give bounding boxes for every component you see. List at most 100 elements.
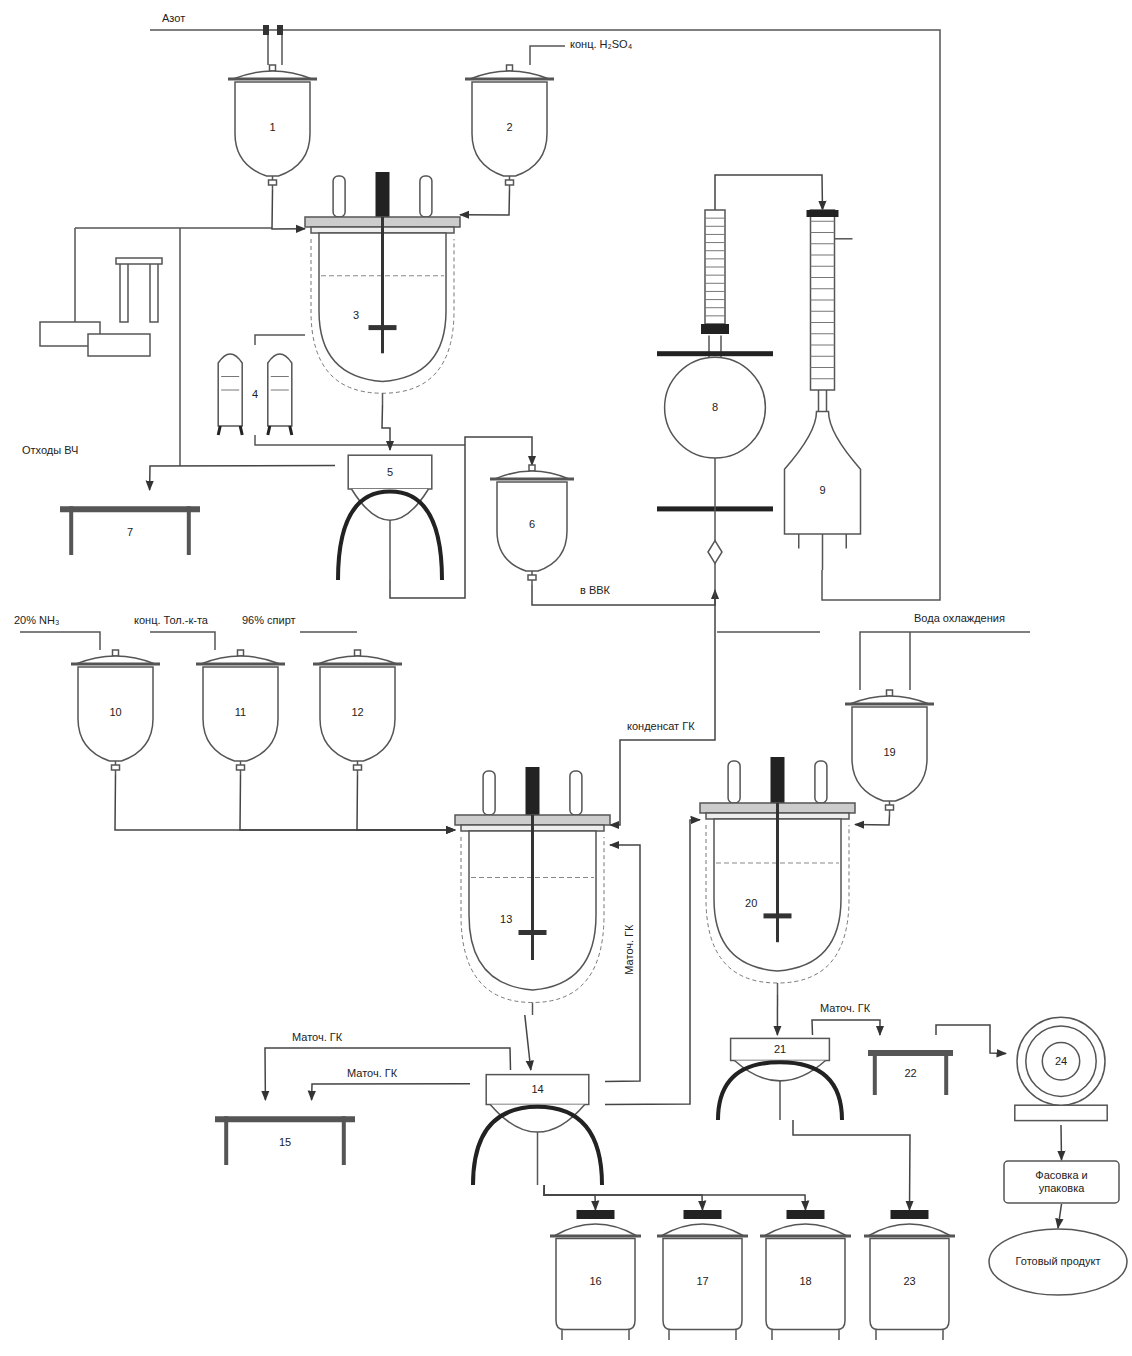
shape-part — [661, 1224, 744, 1236]
shape-part — [238, 650, 244, 656]
terminal-ellipse: Готовый продукт — [988, 1228, 1128, 1296]
shape-part — [483, 771, 495, 815]
shape-part — [526, 767, 540, 815]
shape-part — [684, 1210, 722, 1219]
collector-tank-outline — [215, 1100, 355, 1165]
pipe-connector — [357, 775, 455, 830]
shape-part — [811, 210, 835, 390]
stream-label: Азот — [160, 12, 187, 25]
collector-tank: 7 — [60, 490, 200, 555]
receiver-vessel: 17 — [655, 1210, 750, 1340]
shape-part — [731, 1038, 830, 1060]
filter-pair: 4 — [215, 345, 295, 435]
shape-part — [665, 357, 766, 458]
pipe-line — [150, 262, 158, 322]
equipment-number: 8 — [710, 401, 720, 414]
collector-tank: 15 — [215, 1100, 355, 1165]
pipe-line — [74, 228, 76, 322]
shape-part — [785, 412, 861, 534]
pipe-connector — [532, 585, 715, 605]
shape-part — [864, 1235, 955, 1238]
shape-part — [1004, 1161, 1119, 1203]
shape-part — [506, 180, 514, 185]
shape-part — [811, 243, 835, 244]
pipe-line — [277, 25, 283, 35]
measuring-tank: 2 — [462, 65, 557, 190]
shape-part — [845, 703, 934, 706]
shape-part — [465, 78, 554, 81]
shape-part — [78, 667, 153, 761]
shape-part — [776, 803, 779, 942]
measuring-tank: 6 — [487, 465, 577, 585]
pipe-line — [20, 30, 1030, 690]
equipment-number: 2 — [504, 121, 514, 134]
shape-part — [705, 291, 725, 292]
reactor-vessel: 13 — [455, 765, 610, 1015]
shape-part — [811, 311, 835, 312]
shape-part — [868, 1224, 951, 1236]
shape-part — [811, 345, 835, 346]
reactor-vessel-outline — [305, 170, 460, 405]
measuring-tank: 19 — [842, 690, 937, 815]
reactor-vessel: 20 — [700, 755, 855, 995]
shape-part — [1042, 1043, 1079, 1080]
dryer-drum-outline — [1006, 1015, 1116, 1125]
shape-part — [811, 333, 835, 334]
shape-part — [701, 324, 729, 334]
shape-part — [268, 426, 292, 435]
shape-part — [891, 1210, 929, 1219]
shape-part — [577, 1210, 615, 1219]
shape-part — [811, 221, 835, 222]
shape-part — [1015, 1105, 1107, 1120]
equipment-number: 21 — [772, 1043, 788, 1056]
shape-part — [944, 1050, 948, 1095]
pipe-connector — [610, 590, 715, 825]
shape-part — [333, 176, 345, 217]
stream-label: в ВВК — [578, 584, 612, 597]
equipment-number: 16 — [587, 1275, 603, 1288]
pipe-line — [267, 30, 269, 65]
shape-part — [532, 1003, 534, 1016]
shape-part — [886, 805, 894, 810]
pipe-connector — [544, 1185, 703, 1210]
shape-part — [352, 489, 429, 520]
measuring-tank: 12 — [310, 650, 405, 775]
shape-part — [705, 307, 725, 308]
shape-part — [705, 242, 725, 243]
measuring-tank: 11 — [193, 650, 288, 775]
pipe-connector — [855, 815, 890, 825]
pipe-connector — [777, 995, 779, 1035]
shape-part — [550, 1235, 641, 1238]
stream-label: конц. Тол.-к-та — [132, 614, 210, 627]
equipment-number: 12 — [349, 706, 365, 719]
pipe-line — [263, 25, 269, 35]
condenser-receiver: 9 — [775, 210, 870, 570]
shape-part — [60, 506, 200, 512]
nutsche-filter: 5 — [335, 450, 445, 580]
shape-part — [270, 65, 276, 71]
shape-part — [766, 1239, 845, 1330]
condenser-receiver-outline — [775, 210, 870, 570]
pipe-connector — [525, 1015, 531, 1070]
equipment-number: 11 — [233, 706, 248, 719]
shape-part — [237, 765, 245, 770]
equipment-number: 22 — [902, 1067, 918, 1080]
shape-part — [338, 492, 442, 580]
shape-part — [819, 390, 827, 412]
shape-part — [777, 983, 779, 995]
equipment-number: 10 — [107, 706, 123, 719]
shape-part — [815, 761, 827, 803]
shape-part — [705, 250, 725, 251]
equipment-number: 13 — [498, 913, 514, 926]
shape-part — [376, 172, 390, 217]
equipment-number: 20 — [743, 897, 759, 910]
shape-part — [870, 1239, 949, 1330]
pipe-connector — [115, 775, 455, 830]
pipe-line — [300, 631, 357, 633]
equipment-number: 23 — [901, 1275, 917, 1288]
shape-part — [235, 82, 310, 176]
shape-part — [203, 667, 278, 761]
shape-part — [218, 426, 242, 435]
nutsche-filter: 14 — [470, 1070, 605, 1185]
